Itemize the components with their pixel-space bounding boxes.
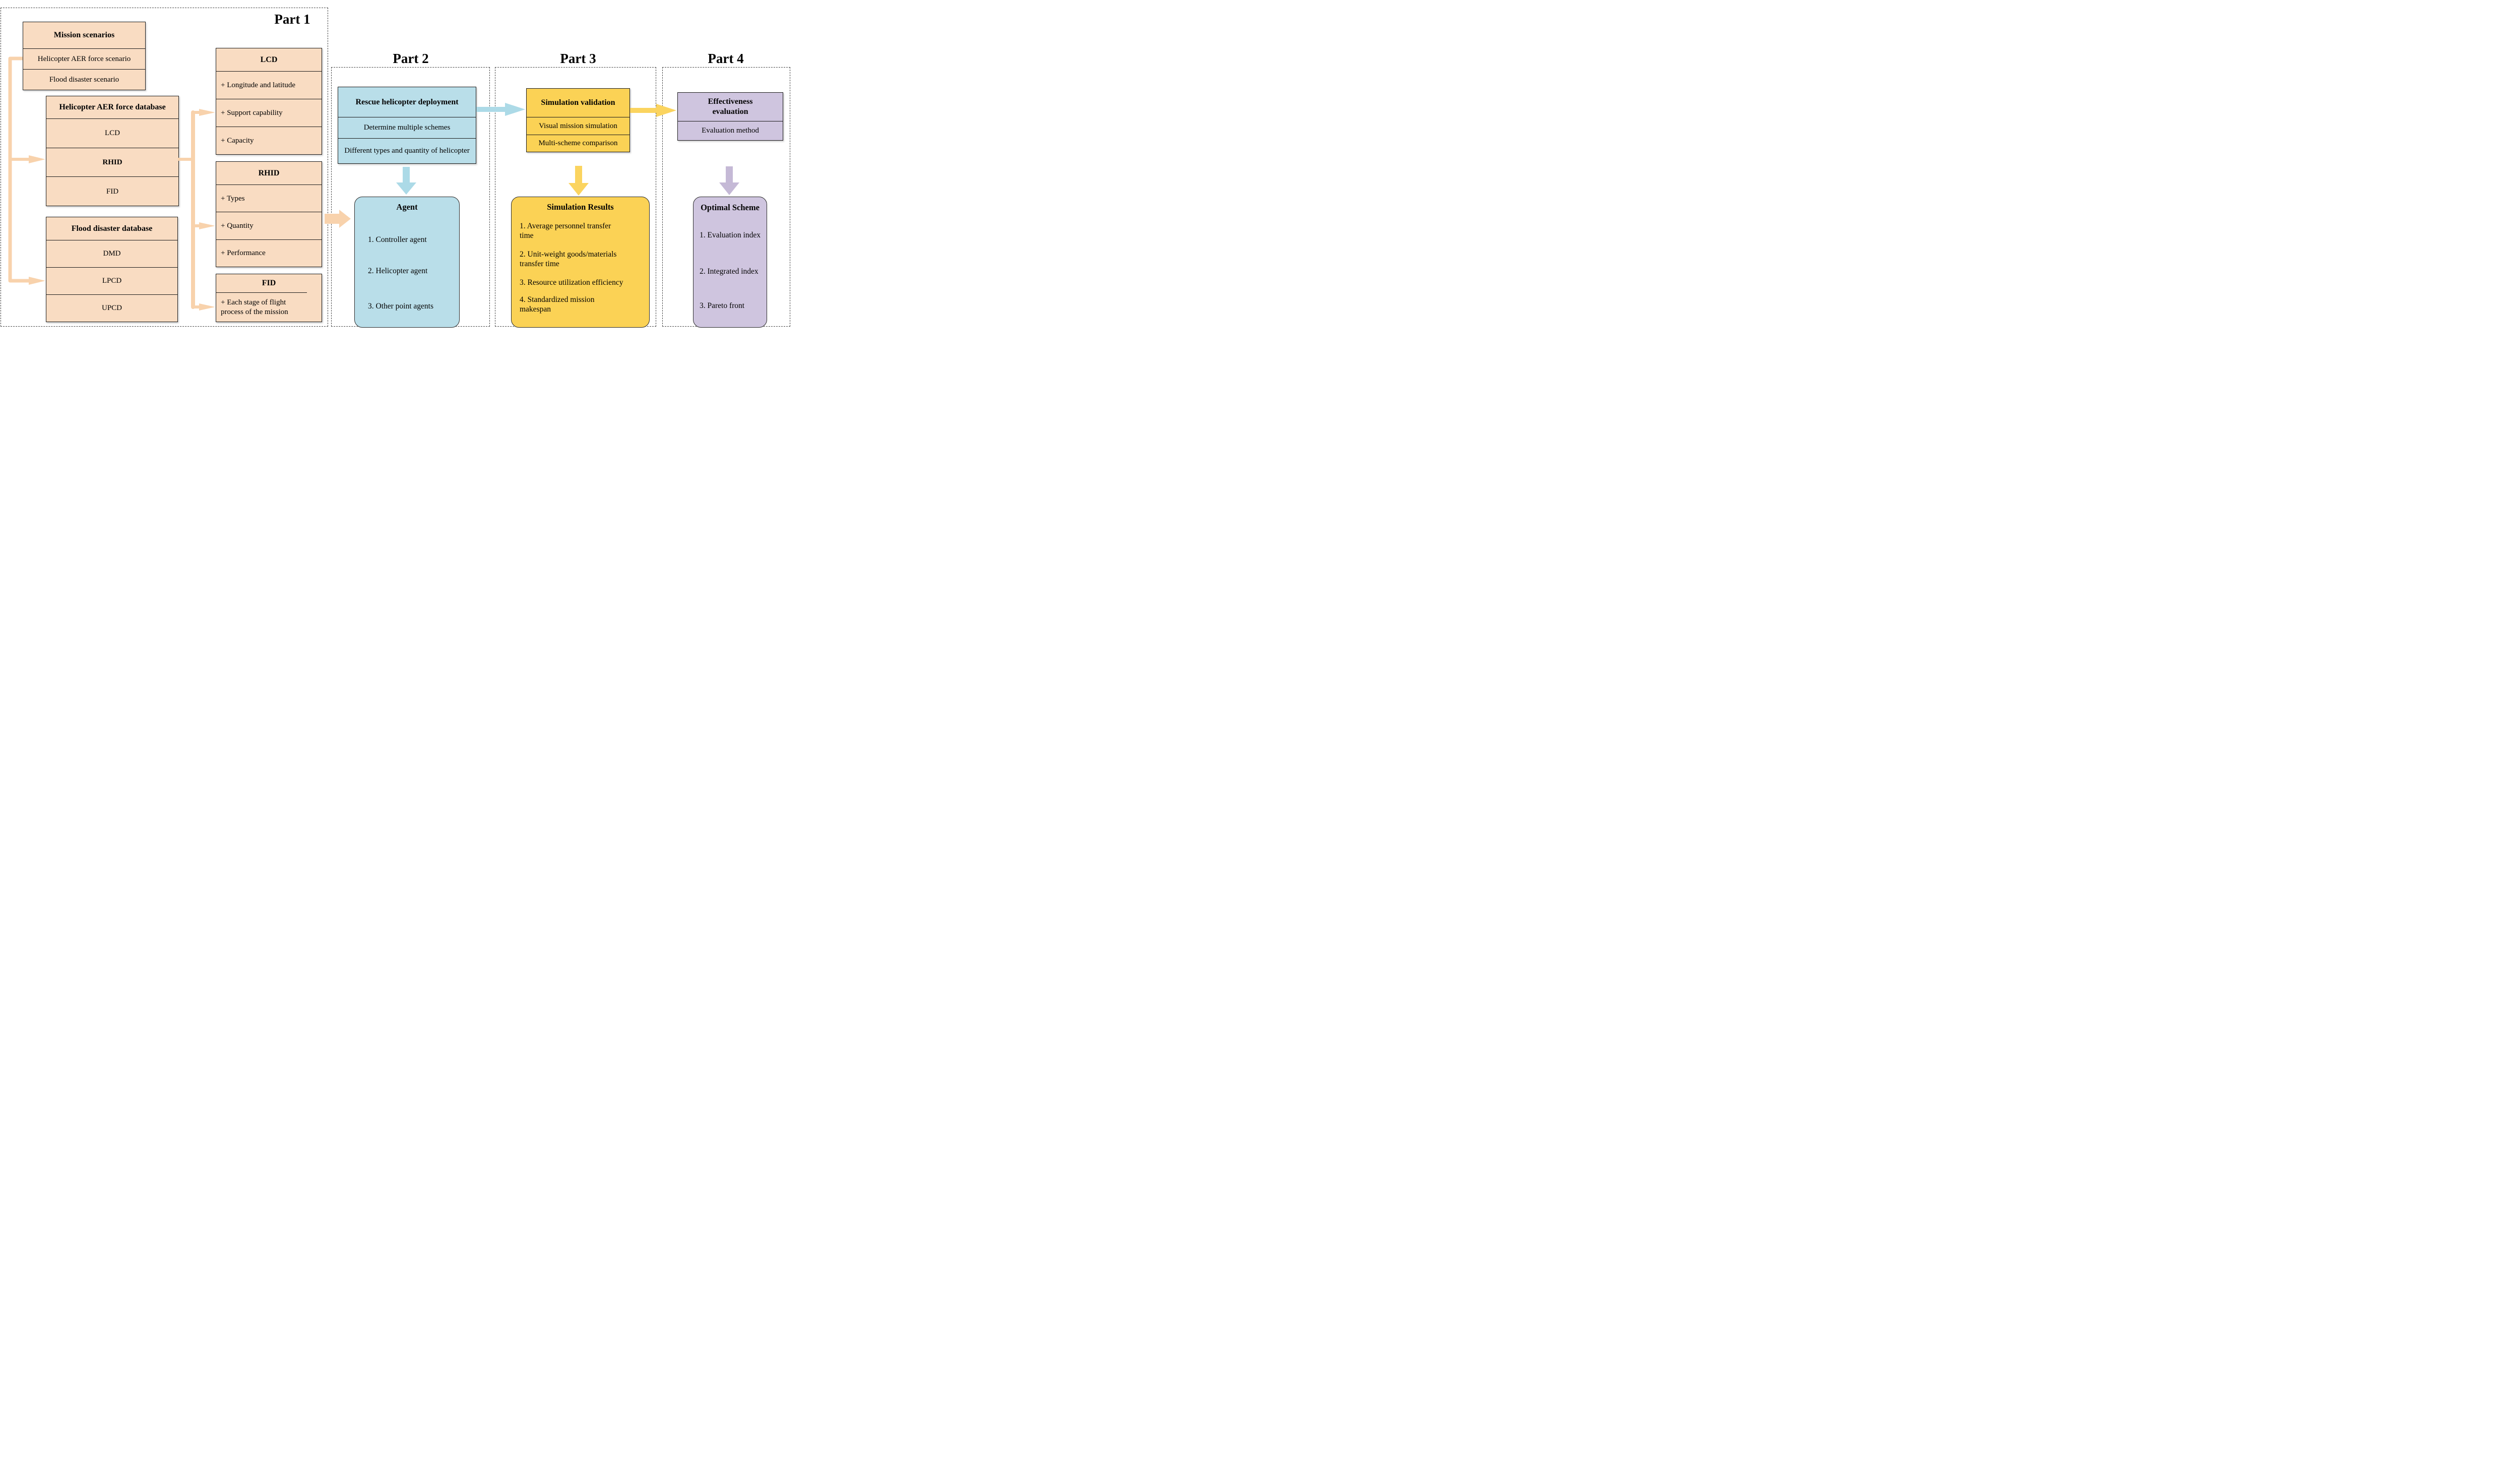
validation-row-visual-simulation: Visual mission simulation <box>527 117 629 135</box>
optimal-scheme-box: Optimal Scheme 1. Evaluation index 2. In… <box>693 197 767 328</box>
part2-label: Part 2 <box>393 51 429 66</box>
agent-box: Agent 1. Controller agent 2. Helicopter … <box>354 197 460 328</box>
part4-label: Part 4 <box>708 51 744 66</box>
simulation-results-box: Simulation Results 1. Average personnel … <box>511 197 650 328</box>
rhid-detail-box: RHID + Types + Quantity + Performance <box>216 161 322 267</box>
part3-label: Part 3 <box>560 51 596 66</box>
fid-detail-header: FID <box>262 279 276 288</box>
agent-item-other-points: 3. Other point agents <box>368 302 434 311</box>
evaluation-row-method: Evaluation method <box>678 121 783 140</box>
deployment-row-types-quantity: Different types and quantity of helicopt… <box>338 138 476 163</box>
agent-item-controller: 1. Controller agent <box>368 235 427 244</box>
mission-scenarios-header: Mission scenarios <box>53 31 115 40</box>
part1-label: Part 1 <box>274 12 310 27</box>
results-item-personnel-transfer: 1. Average personnel transfer time <box>520 222 611 240</box>
aer-database-row-rhid: RHID <box>46 147 178 177</box>
deployment-header: Rescue helicopter deployment <box>355 97 459 106</box>
aer-database-header: Helicopter AER force database <box>59 103 166 112</box>
results-item-resource-utilization: 3. Resource utilization efficiency <box>520 278 623 287</box>
optimal-item-pareto-front: 3. Pareto front <box>700 301 745 310</box>
diagram-canvas: Part 1 Part 2 Part 3 Part 4 Mission scen… <box>0 0 790 332</box>
lcd-row-support-capability: + Support capability <box>216 99 322 127</box>
aer-database-row-lcd: LCD <box>46 118 178 148</box>
lcd-detail-header: LCD <box>260 55 278 64</box>
validation-row-multi-scheme: Multi-scheme comparison <box>527 134 629 152</box>
lcd-detail-box: LCD + Longitude and latitude + Support c… <box>216 48 322 155</box>
mission-scenarios-box: Mission scenarios Helicopter AER force s… <box>23 22 146 90</box>
aer-database-row-fid: FID <box>46 176 178 206</box>
flood-database-row-upcd: UPCD <box>46 294 177 322</box>
rhid-detail-header: RHID <box>258 168 280 177</box>
results-item-goods-transfer: 2. Unit-weight goods/materials transfer … <box>520 250 617 268</box>
effectiveness-evaluation-box: Effectiveness evaluation Evaluation meth… <box>677 92 783 141</box>
mission-row-flood-disaster-scenario: Flood disaster scenario <box>23 69 145 90</box>
helicopter-aer-force-database-box: Helicopter AER force database LCD RHID F… <box>46 96 179 206</box>
flood-database-row-dmd: DMD <box>46 240 177 267</box>
rescue-helicopter-deployment-box: Rescue helicopter deployment Determine m… <box>338 87 476 164</box>
rhid-row-types: + Types <box>216 184 322 212</box>
validation-header: Simulation validation <box>541 98 615 107</box>
fid-detail-box: FID + Each stage of flight process of th… <box>216 274 322 322</box>
agent-item-helicopter: 2. Helicopter agent <box>368 267 428 275</box>
fid-row-flight-process: + Each stage of flight process of the mi… <box>216 292 307 322</box>
mission-row-helicopter-aer-force-scenario: Helicopter AER force scenario <box>23 48 145 69</box>
evaluation-header: Effectiveness evaluation <box>708 97 753 116</box>
optimal-item-integrated-index: 2. Integrated index <box>700 267 759 276</box>
flood-database-header: Flood disaster database <box>71 224 153 233</box>
part1-dashed-region <box>1 8 328 327</box>
results-title: Simulation Results <box>547 202 614 212</box>
flood-database-row-lpcd: LPCD <box>46 267 177 294</box>
simulation-validation-box: Simulation validation Visual mission sim… <box>526 88 630 152</box>
rhid-row-quantity: + Quantity <box>216 212 322 239</box>
optimal-item-evaluation-index: 1. Evaluation index <box>700 231 761 239</box>
deployment-row-schemes: Determine multiple schemes <box>338 117 476 138</box>
lcd-row-capacity: + Capacity <box>216 127 322 154</box>
flood-disaster-database-box: Flood disaster database DMD LPCD UPCD <box>46 217 178 322</box>
agent-title: Agent <box>396 202 418 212</box>
lcd-row-longitude-latitude: + Longitude and latitude <box>216 71 322 99</box>
results-item-mission-makespan: 4. Standardized mission makespan <box>520 295 595 314</box>
optimal-title: Optimal Scheme <box>701 203 760 212</box>
rhid-row-performance: + Performance <box>216 239 322 267</box>
